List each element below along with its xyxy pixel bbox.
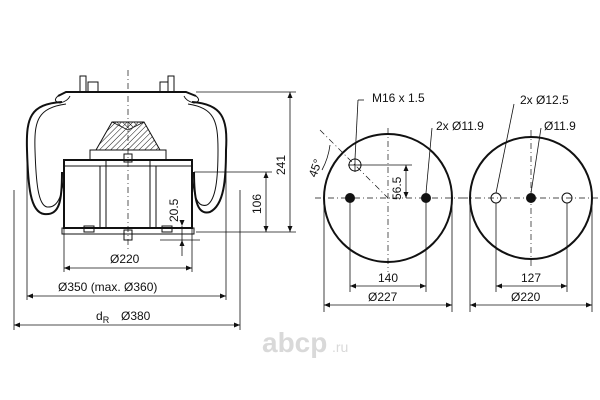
label-angle: 45° [306, 157, 325, 179]
dim-d227: Ø227 [368, 290, 398, 304]
dim-d380: Ø380 [121, 309, 151, 323]
bolt-hole-right [421, 193, 431, 203]
watermark-text: abcp [262, 327, 327, 358]
label-holes: 2x Ø11.9 [436, 119, 484, 133]
dim-offset: 56.5 [390, 176, 404, 200]
top-plate [57, 91, 197, 97]
dim-d220-right: Ø220 [511, 290, 541, 304]
top-view-left: M16 x 1.5 2x Ø11.9 45° 56.5 140 Ø227 [306, 91, 484, 312]
dim-spacing-140: 140 [378, 271, 398, 285]
dim-h106: 106 [250, 194, 264, 214]
dim-h20-5: 20.5 [167, 198, 181, 222]
dim-h241: 241 [274, 155, 288, 175]
bellows-inner [34, 103, 219, 208]
bellows-outer [25, 101, 228, 216]
label-hole-center: Ø11.9 [544, 119, 576, 133]
dim-spacing-127: 127 [521, 271, 541, 285]
side-view: Ø220 Ø350 (max. Ø360) dR Ø380 241 106 [13, 70, 296, 330]
bolt-hole-left [345, 193, 355, 203]
label-thread: M16 x 1.5 [372, 91, 425, 105]
watermark-suffix: .ru [332, 339, 348, 355]
label-holes-large: 2x Ø12.5 [520, 93, 569, 107]
dim-dR: dR [96, 309, 110, 325]
hole-center [526, 193, 536, 203]
dim-d350: Ø350 (max. Ø360) [58, 280, 157, 294]
top-view-right: 2x Ø12.5 Ø11.9 127 Ø220 [462, 93, 600, 312]
watermark: abcp .ru [262, 327, 348, 358]
stud-left [79, 75, 99, 93]
stud-right [159, 75, 175, 93]
dim-d220: Ø220 [110, 252, 140, 266]
